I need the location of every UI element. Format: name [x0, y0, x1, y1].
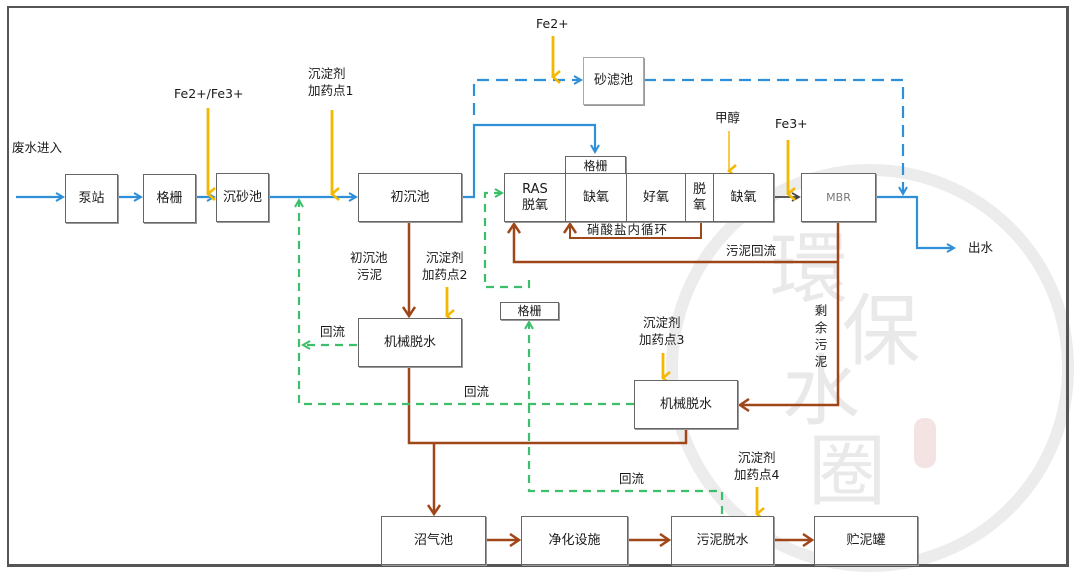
label-methanol: 甲醇	[715, 110, 741, 125]
watermark-seal	[914, 418, 936, 468]
label-dose3-line2: 加药点3	[639, 332, 685, 347]
flow-primary-out	[462, 123, 595, 199]
watermark-char: 保	[842, 287, 921, 377]
return-line-to-ras	[483, 193, 531, 289]
box-mbr[interactable]: MBR	[801, 173, 876, 222]
nitrate-recycle-line	[570, 222, 702, 239]
box-purification[interactable]: 净化设施	[521, 516, 628, 565]
return-line-main	[299, 200, 634, 406]
label-dose4-line1: 沉淀剂	[738, 450, 776, 465]
box-aerobic[interactable]: 好氧	[626, 173, 686, 222]
watermark-char: 水	[782, 347, 861, 437]
box-deox[interactable]: 脱 氧	[685, 173, 714, 222]
watermark-char: 環	[770, 225, 849, 315]
box-sludge-tank[interactable]: 贮泥罐	[814, 516, 918, 565]
box-sludge-dewater[interactable]: 污泥脱水	[671, 516, 774, 565]
label-nitrate-recycle: 硝酸盐内循环	[587, 222, 669, 237]
box-ras-deox[interactable]: RAS 脱氧	[504, 173, 566, 222]
sludge-return-line	[514, 224, 838, 264]
label-fe2: Fe2+	[536, 16, 569, 31]
label-dose1-line1: 沉淀剂	[308, 66, 346, 81]
flow-sand-filter-bypass	[472, 80, 581, 115]
box-grit-chamber[interactable]: 沉砂池	[216, 173, 269, 222]
box-screen-1[interactable]: 格栅	[143, 174, 196, 223]
label-return-flow-1: 回流	[320, 324, 346, 339]
label-dose1-line2: 加药点1	[308, 83, 354, 98]
box-anoxic-1[interactable]: 缺氧	[565, 173, 627, 222]
box-pump-station[interactable]: 泵站	[65, 174, 118, 223]
label-dose3-line1: 沉淀剂	[643, 315, 681, 330]
excess-sludge-line	[740, 222, 840, 405]
label-dose2-line2: 加药点2	[422, 267, 468, 282]
box-digester[interactable]: 沼气池	[381, 516, 486, 565]
box-sand-filter[interactable]: 砂滤池	[583, 57, 644, 105]
label-return-flow-3: 回流	[619, 471, 645, 486]
watermark-char: 圈	[808, 427, 887, 517]
label-primary-sludge-line2: 污泥	[357, 267, 383, 282]
label-excess-sludge: 剩余污泥	[814, 303, 828, 369]
label-outflow: 出水	[968, 240, 994, 255]
label-fe3: Fe3+	[775, 116, 808, 131]
return-line-to-screen	[529, 322, 724, 514]
box-primary-clarifier[interactable]: 初沉池	[358, 173, 462, 222]
box-screen-small[interactable]: 格栅	[500, 302, 559, 320]
box-mech-dewater-2[interactable]: 机械脱水	[634, 380, 738, 429]
diagram-frame	[7, 6, 1069, 567]
label-primary-sludge-line1: 初沉池	[350, 250, 388, 265]
label-inflow: 废水进入	[12, 140, 63, 155]
label-fe23: Fe2+/Fe3+	[174, 86, 244, 101]
flow-outflow	[876, 195, 954, 248]
label-dose4-line2: 加药点4	[734, 467, 780, 482]
flow-sand-filter-out	[644, 78, 903, 194]
label-return-flow-2: 回流	[464, 384, 490, 399]
label-sludge-return: 污泥回流	[726, 243, 777, 258]
label-dose2-line1: 沉淀剂	[426, 250, 464, 265]
box-anoxic-2[interactable]: 缺氧	[713, 173, 774, 222]
box-mech-dewater-1[interactable]: 机械脱水	[358, 318, 462, 367]
